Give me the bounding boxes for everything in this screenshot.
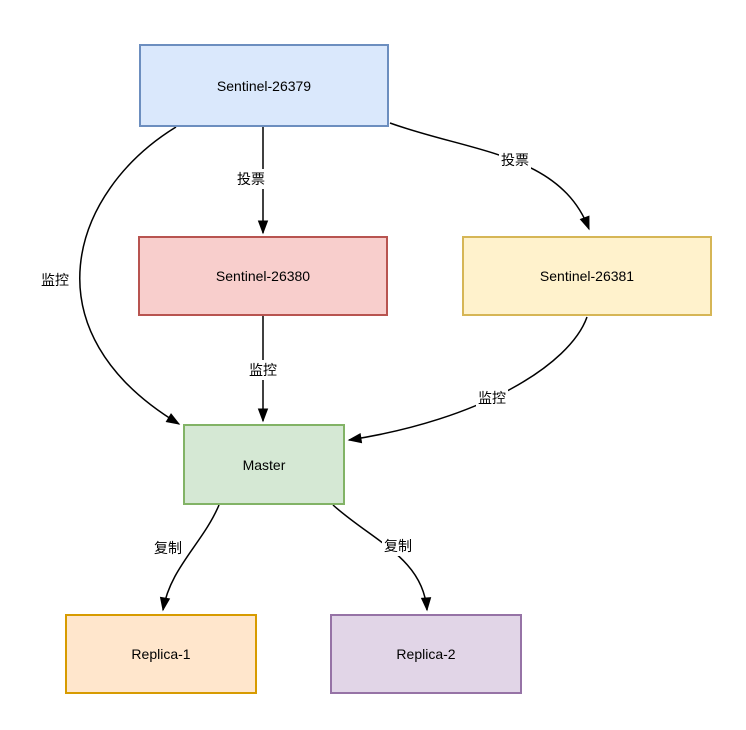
node-sentinel-26381: Sentinel-26381: [462, 236, 712, 316]
edge-replicate-master-to-replica1: [159, 504, 220, 612]
node-replica-2-label: Replica-2: [396, 646, 456, 662]
node-replica-2: Replica-2: [330, 614, 522, 694]
edge-label-monitor-middle: 监控: [247, 360, 279, 380]
edge-label-vote-26380: 投票: [235, 169, 267, 189]
edge-label-replicate-left: 复制: [152, 538, 184, 558]
node-sentinel-26379-label: Sentinel-26379: [216, 77, 312, 94]
node-master-label: Master: [242, 456, 286, 473]
node-sentinel-26379: Sentinel-26379: [139, 44, 389, 127]
edge-label-vote-26381: 投票: [499, 150, 531, 170]
node-master: Master: [183, 424, 345, 505]
node-replica-1-label: Replica-1: [131, 646, 191, 662]
edge-label-monitor-left: 监控: [39, 270, 71, 290]
node-sentinel-26380: Sentinel-26380: [138, 236, 388, 316]
node-sentinel-26380-label: Sentinel-26380: [215, 268, 311, 284]
edge-vote-26379-to-26381: [389, 122, 590, 231]
node-replica-1: Replica-1: [65, 614, 257, 694]
edge-label-monitor-right: 监控: [476, 388, 508, 408]
edge-label-replicate-right: 复制: [382, 536, 414, 556]
edge-monitor-26381-to-master: [347, 316, 588, 444]
edge-replicate-master-to-replica2: [332, 504, 432, 612]
edge-monitor-26379-to-master: [79, 126, 181, 425]
node-sentinel-26381-label: Sentinel-26381: [539, 268, 635, 284]
